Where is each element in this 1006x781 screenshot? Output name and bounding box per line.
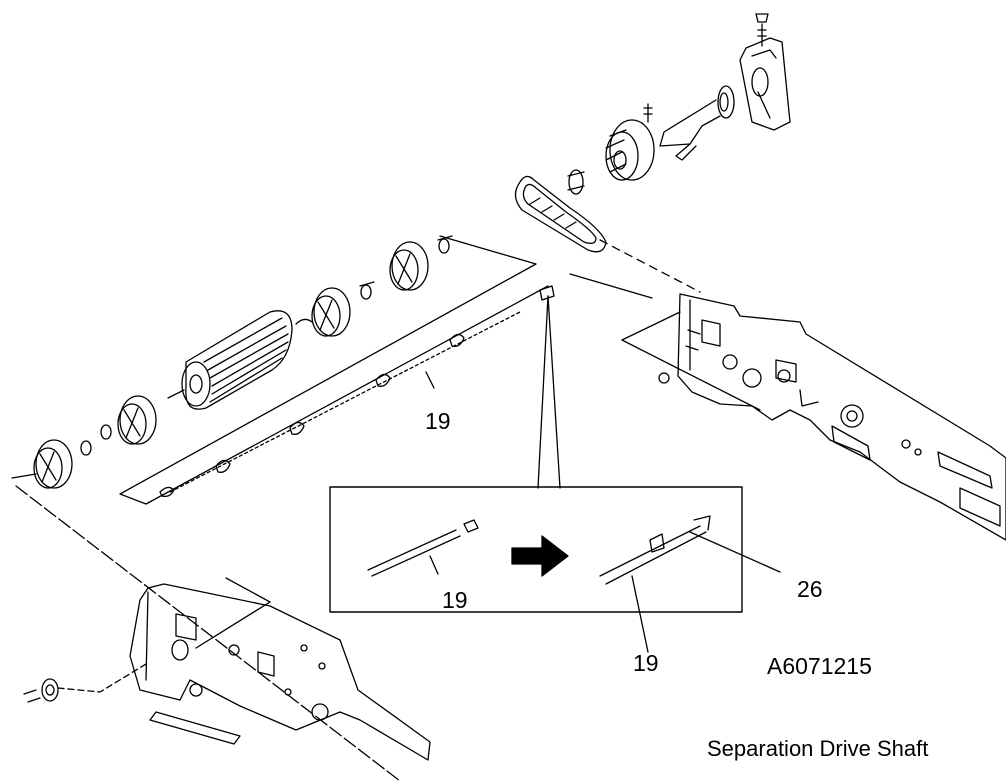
small-gear — [23, 663, 147, 703]
part-label-retainer: 26 — [797, 576, 823, 602]
drive-gear-assembly — [567, 85, 735, 195]
top-bracket — [739, 13, 791, 131]
figure-id: A6071215 — [767, 653, 872, 679]
detail-inset-box — [329, 486, 781, 653]
left-side-plate — [129, 577, 431, 761]
part-label-shaft-inset-right: 19 — [633, 650, 659, 676]
timing-belt — [514, 175, 607, 253]
right-side-plate — [658, 293, 1006, 541]
part-label-shaft-inset-left: 19 — [442, 587, 468, 613]
direction-arrow — [511, 535, 569, 577]
figure-caption: Separation Drive Shaft — [707, 736, 929, 761]
shaft-outline-frame — [119, 235, 653, 505]
separation-drive-shaft — [159, 285, 555, 498]
detail-leader-lines — [425, 295, 561, 489]
part-label-shaft: 19 — [425, 408, 451, 434]
roller-set — [11, 235, 453, 489]
